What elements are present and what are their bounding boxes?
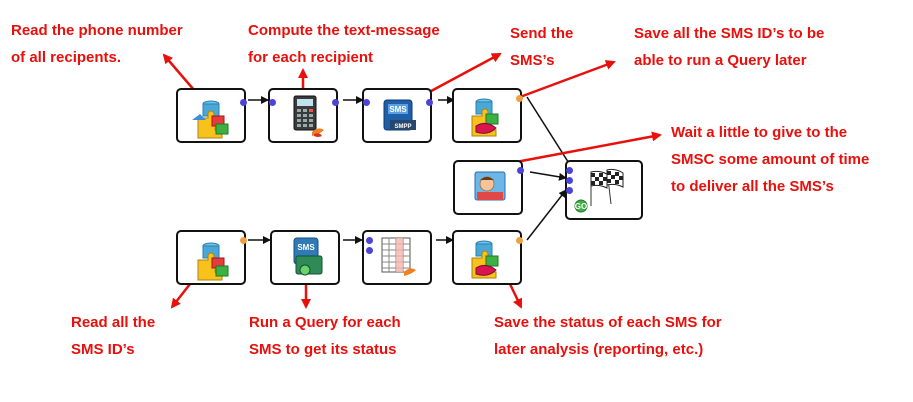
port-out[interactable] xyxy=(332,99,339,106)
port-in[interactable] xyxy=(363,99,370,106)
annotation-read-phone: Read the phone number of all recipents. xyxy=(11,22,183,66)
checkered-flags-icon: GO xyxy=(574,168,624,213)
port-in[interactable] xyxy=(366,247,373,254)
node-read-phone[interactable] xyxy=(176,88,247,143)
arrow-save-status xyxy=(508,283,523,309)
annotation-wait: Wait a little to give to the SMSC some a… xyxy=(671,124,870,195)
connector-4-finish xyxy=(526,96,573,169)
port-in[interactable] xyxy=(366,237,373,244)
database-puzzle-write-icon xyxy=(471,240,499,279)
svg-text:SMS: SMS xyxy=(297,243,315,252)
connector-b4-finish xyxy=(526,189,567,241)
annotation-send-sms: Send the SMS’s xyxy=(510,25,574,69)
svg-text:SMPP: SMPP xyxy=(394,124,411,130)
svg-text:GO: GO xyxy=(575,202,587,211)
node-save-status[interactable] xyxy=(452,230,523,285)
port-out[interactable] xyxy=(240,99,247,106)
annotation-read-ids: Read all the SMS ID’s xyxy=(71,314,156,358)
database-puzzle-icon xyxy=(197,242,229,281)
annotation-run-query: Run a Query for each SMS to get its stat… xyxy=(249,314,401,358)
connector-sleep-finish xyxy=(529,171,567,181)
database-puzzle-write-icon xyxy=(471,98,499,137)
port-out[interactable] xyxy=(517,167,524,174)
arrow-wait xyxy=(515,131,662,164)
arrow-save-ids xyxy=(519,60,616,99)
sms-smpp-icon: SMS SMPP xyxy=(383,99,416,131)
arrow-read-ids xyxy=(170,283,191,309)
node-finish[interactable]: GO xyxy=(565,160,643,220)
port-out[interactable] xyxy=(516,237,523,244)
port-in[interactable] xyxy=(566,167,573,174)
node-send-sms[interactable]: SMS SMPP xyxy=(362,88,433,143)
node-read-ids[interactable] xyxy=(176,230,247,285)
node-compute-text[interactable] xyxy=(268,88,339,143)
annotation-save-ids: Save all the SMS ID’s to be able to run … xyxy=(634,25,825,69)
sleeping-person-icon xyxy=(474,171,506,201)
database-puzzle-icon xyxy=(192,100,229,139)
port-out[interactable] xyxy=(240,237,247,244)
annotation-compute-text: Compute the text-message for each recipi… xyxy=(248,22,440,66)
node-wait[interactable] xyxy=(453,160,524,215)
annotation-save-status: Save the status of each SMS for later an… xyxy=(494,314,722,358)
port-in[interactable] xyxy=(269,99,276,106)
arrow-send xyxy=(419,52,502,99)
port-in[interactable] xyxy=(566,177,573,184)
port-out[interactable] xyxy=(426,99,433,106)
port-in[interactable] xyxy=(566,187,573,194)
port-out[interactable] xyxy=(516,95,523,102)
node-run-query[interactable]: SMS xyxy=(270,230,340,285)
calculator-icon xyxy=(293,95,324,137)
sms-query-icon: SMS xyxy=(293,237,323,276)
svg-text:SMS: SMS xyxy=(389,105,407,114)
table-loop-icon xyxy=(381,237,416,276)
node-table-loop[interactable] xyxy=(362,230,432,285)
connectors xyxy=(248,96,573,244)
node-save-ids[interactable] xyxy=(452,88,523,143)
